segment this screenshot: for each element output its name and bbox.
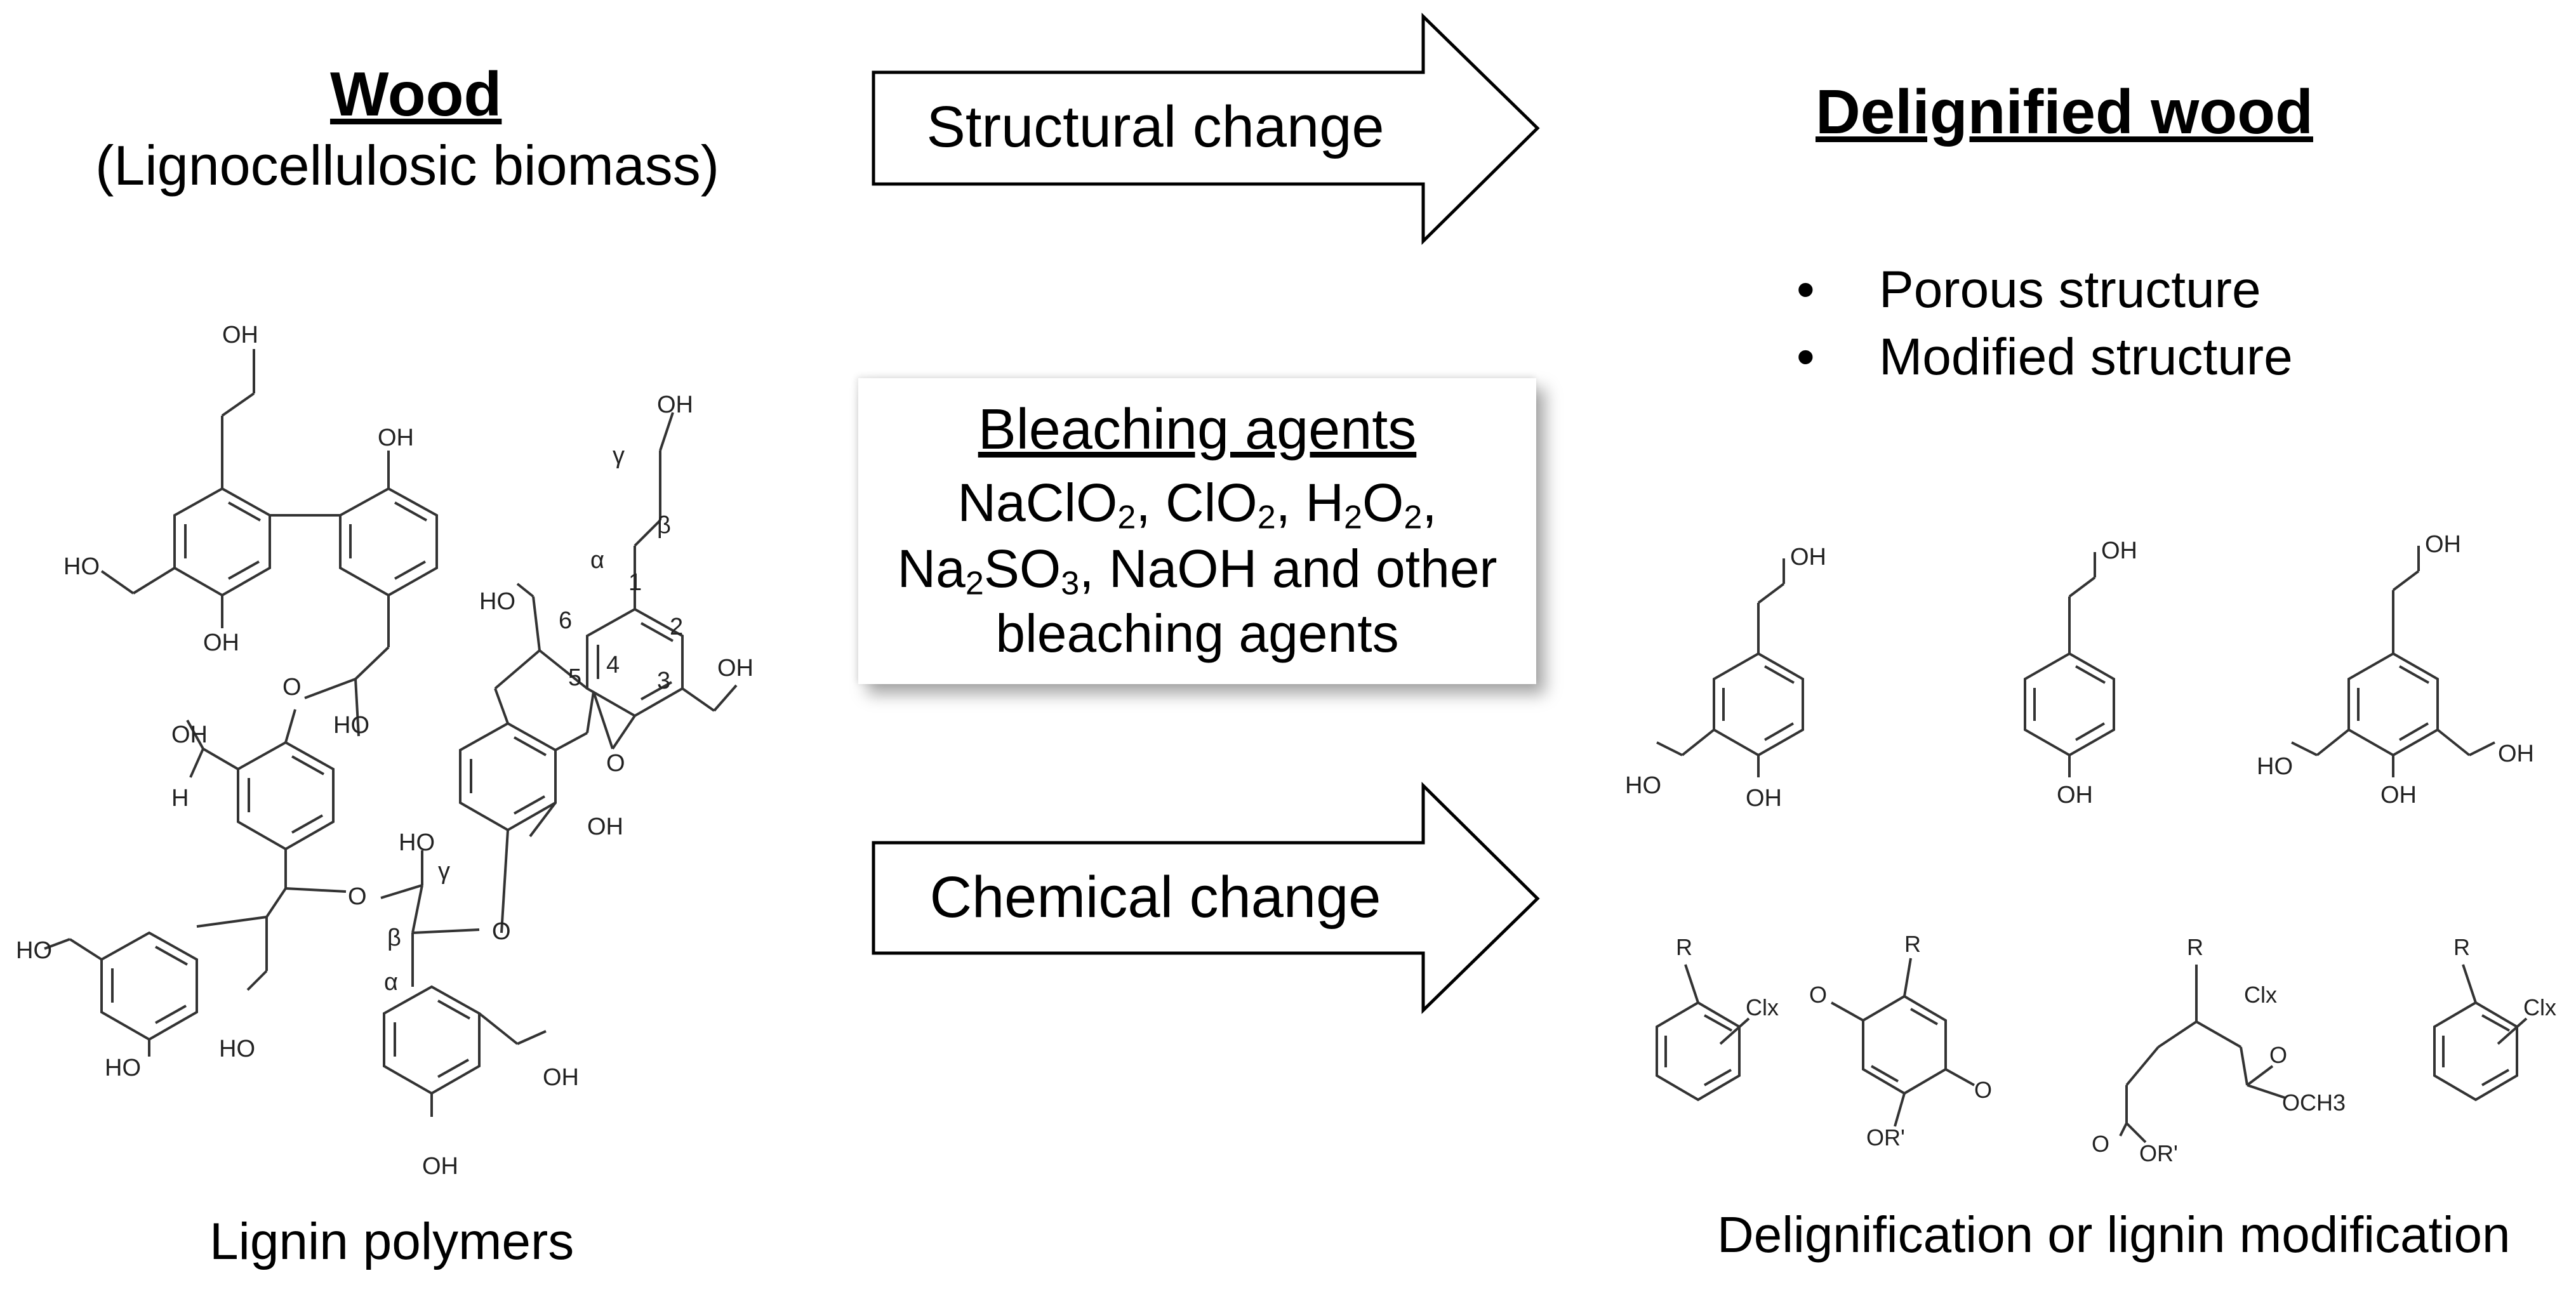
- alpha-label: α: [590, 547, 604, 574]
- position-5: 5: [568, 664, 581, 691]
- bleaching-line-3: bleaching agents: [995, 603, 1399, 663]
- oh-label: OH: [203, 630, 239, 656]
- alpha-label: α: [384, 969, 398, 996]
- clx-label: Clx: [2244, 982, 2277, 1008]
- o-label: O: [1809, 982, 1827, 1008]
- structural-change-arrow-icon: [872, 13, 1540, 245]
- wood-title: Wood: [330, 59, 502, 129]
- ho-label: HO: [219, 1036, 255, 1062]
- position-3: 3: [657, 668, 670, 694]
- lignin-polymer-structure: OH OH HO OH O HO OH H O HO γ β O α OH OH…: [16, 322, 754, 1180]
- bullet-dot-icon: •: [1796, 261, 1815, 319]
- o-label: O: [492, 918, 511, 945]
- modified-lignin-structures: R Clx R O O OR' R Clx O OCH3 O OR' R Clx: [1656, 931, 2556, 1166]
- clx-label: Clx: [1746, 994, 1779, 1020]
- or-prime-label: OR': [1866, 1124, 1905, 1150]
- structural-change-label: Structural change: [926, 95, 1384, 159]
- bleaching-line-1: NaClO2, ClO2, H2O2,: [957, 473, 1437, 536]
- position-6: 6: [559, 607, 572, 634]
- o-label: O: [606, 750, 625, 777]
- ho-label: HO: [2257, 753, 2293, 780]
- r-label: R: [2187, 934, 2203, 960]
- ho-label: HO: [479, 588, 515, 615]
- ho-label: HO: [399, 829, 435, 856]
- beta-label: β: [387, 925, 401, 951]
- h-label: H: [171, 785, 189, 812]
- oh-label: OH: [2380, 782, 2417, 808]
- oh-label: OH: [587, 814, 623, 840]
- ho-label: HO: [63, 553, 100, 580]
- wood-subtitle: (Lignocellulosic biomass): [95, 134, 720, 197]
- lignin-monomers-structures: OH HO OH OH OH OH HO OH OH: [1625, 533, 2534, 812]
- r-label: R: [1676, 934, 1692, 960]
- bleaching-agents-box: Bleaching agents NaClO2, ClO2, H2O2, Na2…: [858, 378, 1536, 684]
- oh-label: OH: [2498, 741, 2534, 767]
- gamma-label: γ: [438, 858, 450, 885]
- chemical-change-label: Chemical change: [929, 865, 1381, 930]
- bleaching-line-2: Na2SO3, NaOH and other: [897, 539, 1497, 602]
- ho-label: HO: [333, 712, 369, 739]
- o-label: O: [2269, 1042, 2287, 1068]
- ho-label: HO: [1625, 772, 1661, 799]
- gamma-label: γ: [613, 442, 625, 469]
- oh-label: OH: [2057, 782, 2093, 808]
- oh-label: OH: [657, 392, 693, 418]
- oh-label: OH: [171, 722, 208, 748]
- oh-label: OH: [422, 1153, 458, 1180]
- oh-label: OH: [543, 1064, 579, 1091]
- ho-label: HO: [105, 1055, 141, 1081]
- position-4: 4: [606, 652, 620, 678]
- oh-label: OH: [222, 322, 258, 348]
- bleaching-agents-title: Bleaching agents: [978, 398, 1417, 461]
- delignification-caption: Delignification or lignin modification: [1717, 1206, 2511, 1263]
- och3-label: OCH3: [2282, 1090, 2346, 1116]
- oh-label: OH: [717, 655, 754, 682]
- or-prime-label: OR': [2139, 1140, 2178, 1166]
- oh-label: OH: [1790, 544, 1826, 570]
- r-label: R: [2453, 934, 2470, 960]
- beta-label: β: [657, 512, 671, 539]
- o-label: O: [282, 674, 302, 701]
- position-2: 2: [670, 614, 683, 640]
- r-label: R: [1904, 931, 1921, 957]
- oh-label: OH: [1746, 785, 1782, 812]
- bullet-text: Porous structure: [1879, 261, 2261, 319]
- clx-label: Clx: [2523, 994, 2556, 1020]
- oh-label: OH: [378, 425, 414, 451]
- lignin-polymers-caption: Lignin polymers: [209, 1213, 574, 1270]
- o-label: O: [348, 883, 367, 910]
- chemical-change-arrow-icon: [872, 782, 1540, 1014]
- oh-label: OH: [2101, 537, 2137, 564]
- o-label: O: [1974, 1077, 1992, 1103]
- position-1: 1: [628, 569, 642, 596]
- ho-label: HO: [16, 937, 52, 964]
- o-label: O: [2092, 1131, 2109, 1157]
- delignified-wood-title: Delignified wood: [1816, 77, 2313, 147]
- bullet-text: Modified structure: [1879, 328, 2293, 386]
- bullet-dot-icon: •: [1796, 328, 1815, 386]
- oh-label: OH: [2425, 533, 2461, 558]
